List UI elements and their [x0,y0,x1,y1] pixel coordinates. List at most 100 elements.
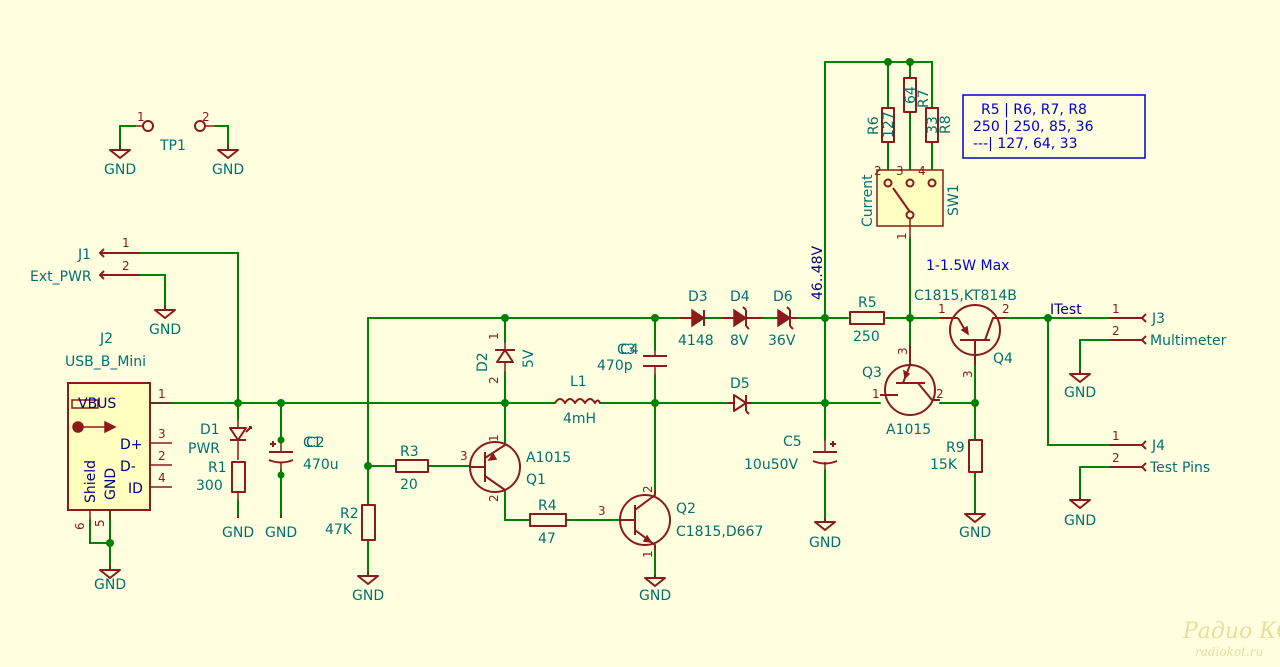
svg-text:R3: R3 [400,444,419,460]
svg-text:1: 1 [1112,302,1120,316]
svg-text:J3: J3 [1151,311,1165,327]
svg-text:PWR: PWR [188,441,220,457]
q2-transistor: 3 2 1 Q2 C1815,D667 [598,485,763,558]
svg-text:36V: 36V [768,333,796,349]
svg-text:2: 2 [122,259,130,273]
d4-zener-diode: D4 8V [722,289,762,349]
r8-resistor: 33 R8 [925,107,954,143]
svg-text:300: 300 [196,478,223,494]
svg-text:SW1: SW1 [946,184,962,216]
tp1-testpoint: 1 2 TP1 [135,110,215,154]
svg-text:R5 | R6, R7, R8: R5 | R6, R7, R8 [981,102,1087,118]
svg-text:D1: D1 [200,422,220,438]
svg-text:J2: J2 [99,331,113,347]
r5-resistor: R5 250 [849,295,885,345]
svg-text:8V: 8V [730,333,749,349]
svg-text:33: 33 [925,116,941,134]
svg-text:Q3: Q3 [862,365,882,381]
svg-text:2: 2 [936,387,944,401]
j4-connector: 1 2 J4 Test Pins [1110,429,1210,476]
svg-text:GND: GND [222,525,254,541]
svg-text:R2: R2 [340,506,359,522]
svg-text:2: 2 [202,110,210,124]
gnd-r2: GND [352,572,384,604]
svg-text:R8: R8 [938,115,954,134]
gnd-j4: GND [1064,497,1096,529]
svg-text:GND: GND [212,162,244,178]
r7-resistor: 64 R7 [903,77,932,113]
svg-text:J1: J1 [77,247,91,263]
gnd-c5: GND [809,518,841,551]
svg-text:Shield: Shield [83,460,99,503]
d6-zener-diode: D6 36V [768,289,797,349]
c3-capacitor: C3 C4 470p [597,342,667,375]
svg-text:2: 2 [641,485,655,493]
svg-text:250 | 250, 85, 36: 250 | 250, 85, 36 [973,119,1094,135]
gnd-j3: GND [1064,370,1096,401]
power-note: 1-1.5W Max [926,258,1009,274]
svg-text:1: 1 [1112,429,1120,443]
svg-text:Ext_PWR: Ext_PWR [30,269,92,285]
svg-text:1: 1 [895,232,909,240]
svg-text:15K: 15K [930,457,958,473]
gnd-tp1-right: GND [212,145,244,178]
svg-text:radiokot.ru: radiokot.ru [1195,645,1263,659]
svg-text:2: 2 [487,494,501,502]
svg-text:D2: D2 [475,352,491,372]
svg-text:3: 3 [896,164,904,178]
svg-text:2: 2 [158,449,166,463]
r9-resistor: R9 15K [930,439,983,473]
svg-text:Радио КОТ: Радио КОТ [1182,619,1280,644]
c5-capacitor: C5 10u50V [744,434,838,473]
svg-text:GND: GND [149,322,181,338]
watermark: Радио КОТ radiokot.ru [1182,619,1280,659]
r3-resistor: R3 20 [395,444,429,493]
svg-text:C1815,D667: C1815,D667 [676,524,763,540]
svg-text:3: 3 [158,427,166,441]
svg-text:Current: Current [860,174,876,227]
svg-text:64: 64 [903,86,919,104]
svg-text:GND: GND [265,525,297,541]
gnd-q2: GND [639,575,671,604]
svg-text:VBUS: VBUS [78,396,116,412]
gnd-c1: GND [265,515,297,541]
svg-text:USB_B_Mini: USB_B_Mini [65,354,146,370]
svg-text:Test Pins: Test Pins [1149,460,1210,476]
svg-text:C5: C5 [783,434,802,450]
svg-text:GND: GND [639,588,671,604]
svg-text:GND: GND [1064,385,1096,401]
svg-text:1: 1 [122,236,130,250]
svg-text:GND: GND [352,588,384,604]
c1-capacitor: C1 C2 470u [268,435,339,479]
svg-text:4: 4 [158,471,166,485]
svg-text:20: 20 [400,477,418,493]
svg-text:1: 1 [158,387,166,401]
svg-text:A1015: A1015 [526,450,571,466]
svg-text:D3: D3 [688,289,708,305]
j1-connector: 1 2 J1 Ext_PWR [30,236,140,285]
svg-text:127: 127 [881,111,897,138]
svg-text:J4: J4 [1151,438,1165,454]
gnd-j1: GND [149,305,181,338]
svg-text:2: 2 [487,376,501,384]
q4-transistor: 1 2 3 C1815,KT814B Q4 [914,288,1017,378]
svg-text:2: 2 [1112,451,1120,465]
svg-text:1: 1 [137,110,145,124]
j3-connector: 1 2 J3 Multimeter [1110,302,1227,349]
svg-text:GND: GND [103,468,119,500]
svg-text:2: 2 [874,164,882,178]
svg-text:C1815,KT814B: C1815,KT814B [914,288,1017,304]
svg-text:R9: R9 [946,440,965,456]
svg-text:5: 5 [93,519,107,527]
svg-text:C1: C1 [303,435,322,451]
net-itest-label: ITest [1050,302,1082,318]
q1-transistor: 3 1 2 A1015 Q1 [460,434,571,502]
net-voltage-label: 46..48V [810,245,826,300]
svg-text:D+: D+ [120,437,143,453]
svg-text:GND: GND [959,525,991,541]
gnd-r9: GND [959,512,991,541]
gnd-j2: GND [94,565,126,593]
svg-text:Q4: Q4 [993,351,1013,367]
svg-text:Multimeter: Multimeter [1150,333,1227,349]
j2-usb-connector: VBUS D+ D- ID Shield GND 1 3 2 4 6 5 J2 … [65,331,172,530]
